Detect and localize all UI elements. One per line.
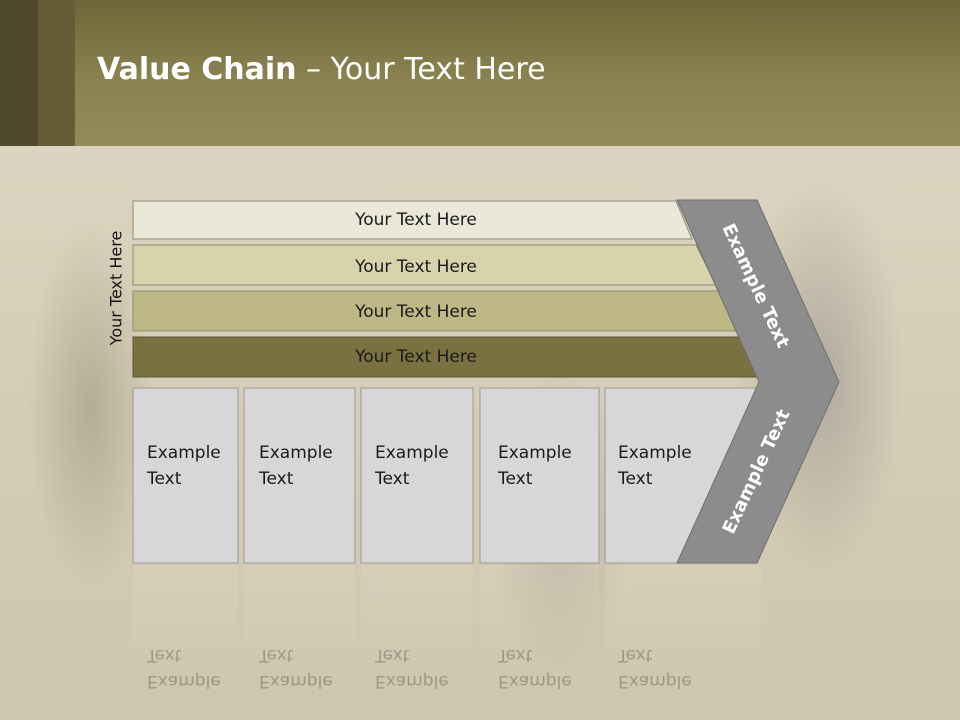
reflection-text-2b: Text bbox=[258, 645, 294, 665]
box-3 bbox=[360, 387, 474, 564]
reflection-text-4b: Text bbox=[497, 645, 533, 665]
reflection-text-5: Example bbox=[618, 671, 692, 691]
bar-1 bbox=[132, 200, 693, 240]
title-bold: Value Chain bbox=[97, 52, 297, 87]
bar-1-label: Your Text Here bbox=[354, 210, 477, 230]
chevron-arrow bbox=[676, 199, 840, 564]
box-1-line2: Text bbox=[146, 469, 182, 489]
reflection-box-2 bbox=[244, 565, 355, 685]
reflection-text-3: Example bbox=[375, 671, 449, 691]
box-1-line1: Example bbox=[147, 443, 221, 463]
box-4 bbox=[479, 387, 600, 564]
box-3-line2: Text bbox=[374, 469, 410, 489]
box-3-line1: Example bbox=[375, 443, 449, 463]
reflection-text-4: Example bbox=[498, 671, 572, 691]
box-2 bbox=[243, 387, 356, 564]
reflection-text-1b: Text bbox=[146, 645, 182, 665]
reflection: Example Text Example Text Example Text E… bbox=[133, 565, 761, 691]
bar-4-label: Your Text Here bbox=[354, 347, 477, 367]
box-4-line2: Text bbox=[497, 469, 533, 489]
box-2-line1: Example bbox=[259, 443, 333, 463]
reflection-text-2: Example bbox=[259, 671, 333, 691]
reflection-box-5 bbox=[605, 565, 761, 685]
box-1 bbox=[132, 387, 239, 564]
box-4-line1: Example bbox=[498, 443, 572, 463]
page-title: Value Chain – Your Text Here bbox=[97, 52, 546, 87]
header-band: Value Chain – Your Text Here bbox=[0, 0, 960, 146]
header-stripe-dark bbox=[0, 0, 38, 146]
header-stripe-mid bbox=[38, 0, 75, 146]
reflection-text-1: Example bbox=[147, 671, 221, 691]
reflection-box-3 bbox=[361, 565, 473, 685]
reflection-box-1 bbox=[133, 565, 238, 685]
box-2-line2: Text bbox=[258, 469, 294, 489]
box-5-line2: Text bbox=[617, 469, 653, 489]
reflection-text-3b: Text bbox=[374, 645, 410, 665]
reflection-box-4 bbox=[480, 565, 599, 685]
bar-3-label: Your Text Here bbox=[354, 302, 477, 322]
box-5-line1: Example bbox=[618, 443, 692, 463]
title-rest: – Your Text Here bbox=[296, 52, 546, 87]
reflection-text-5b: Text bbox=[617, 645, 653, 665]
bar-2-label: Your Text Here bbox=[354, 257, 477, 277]
